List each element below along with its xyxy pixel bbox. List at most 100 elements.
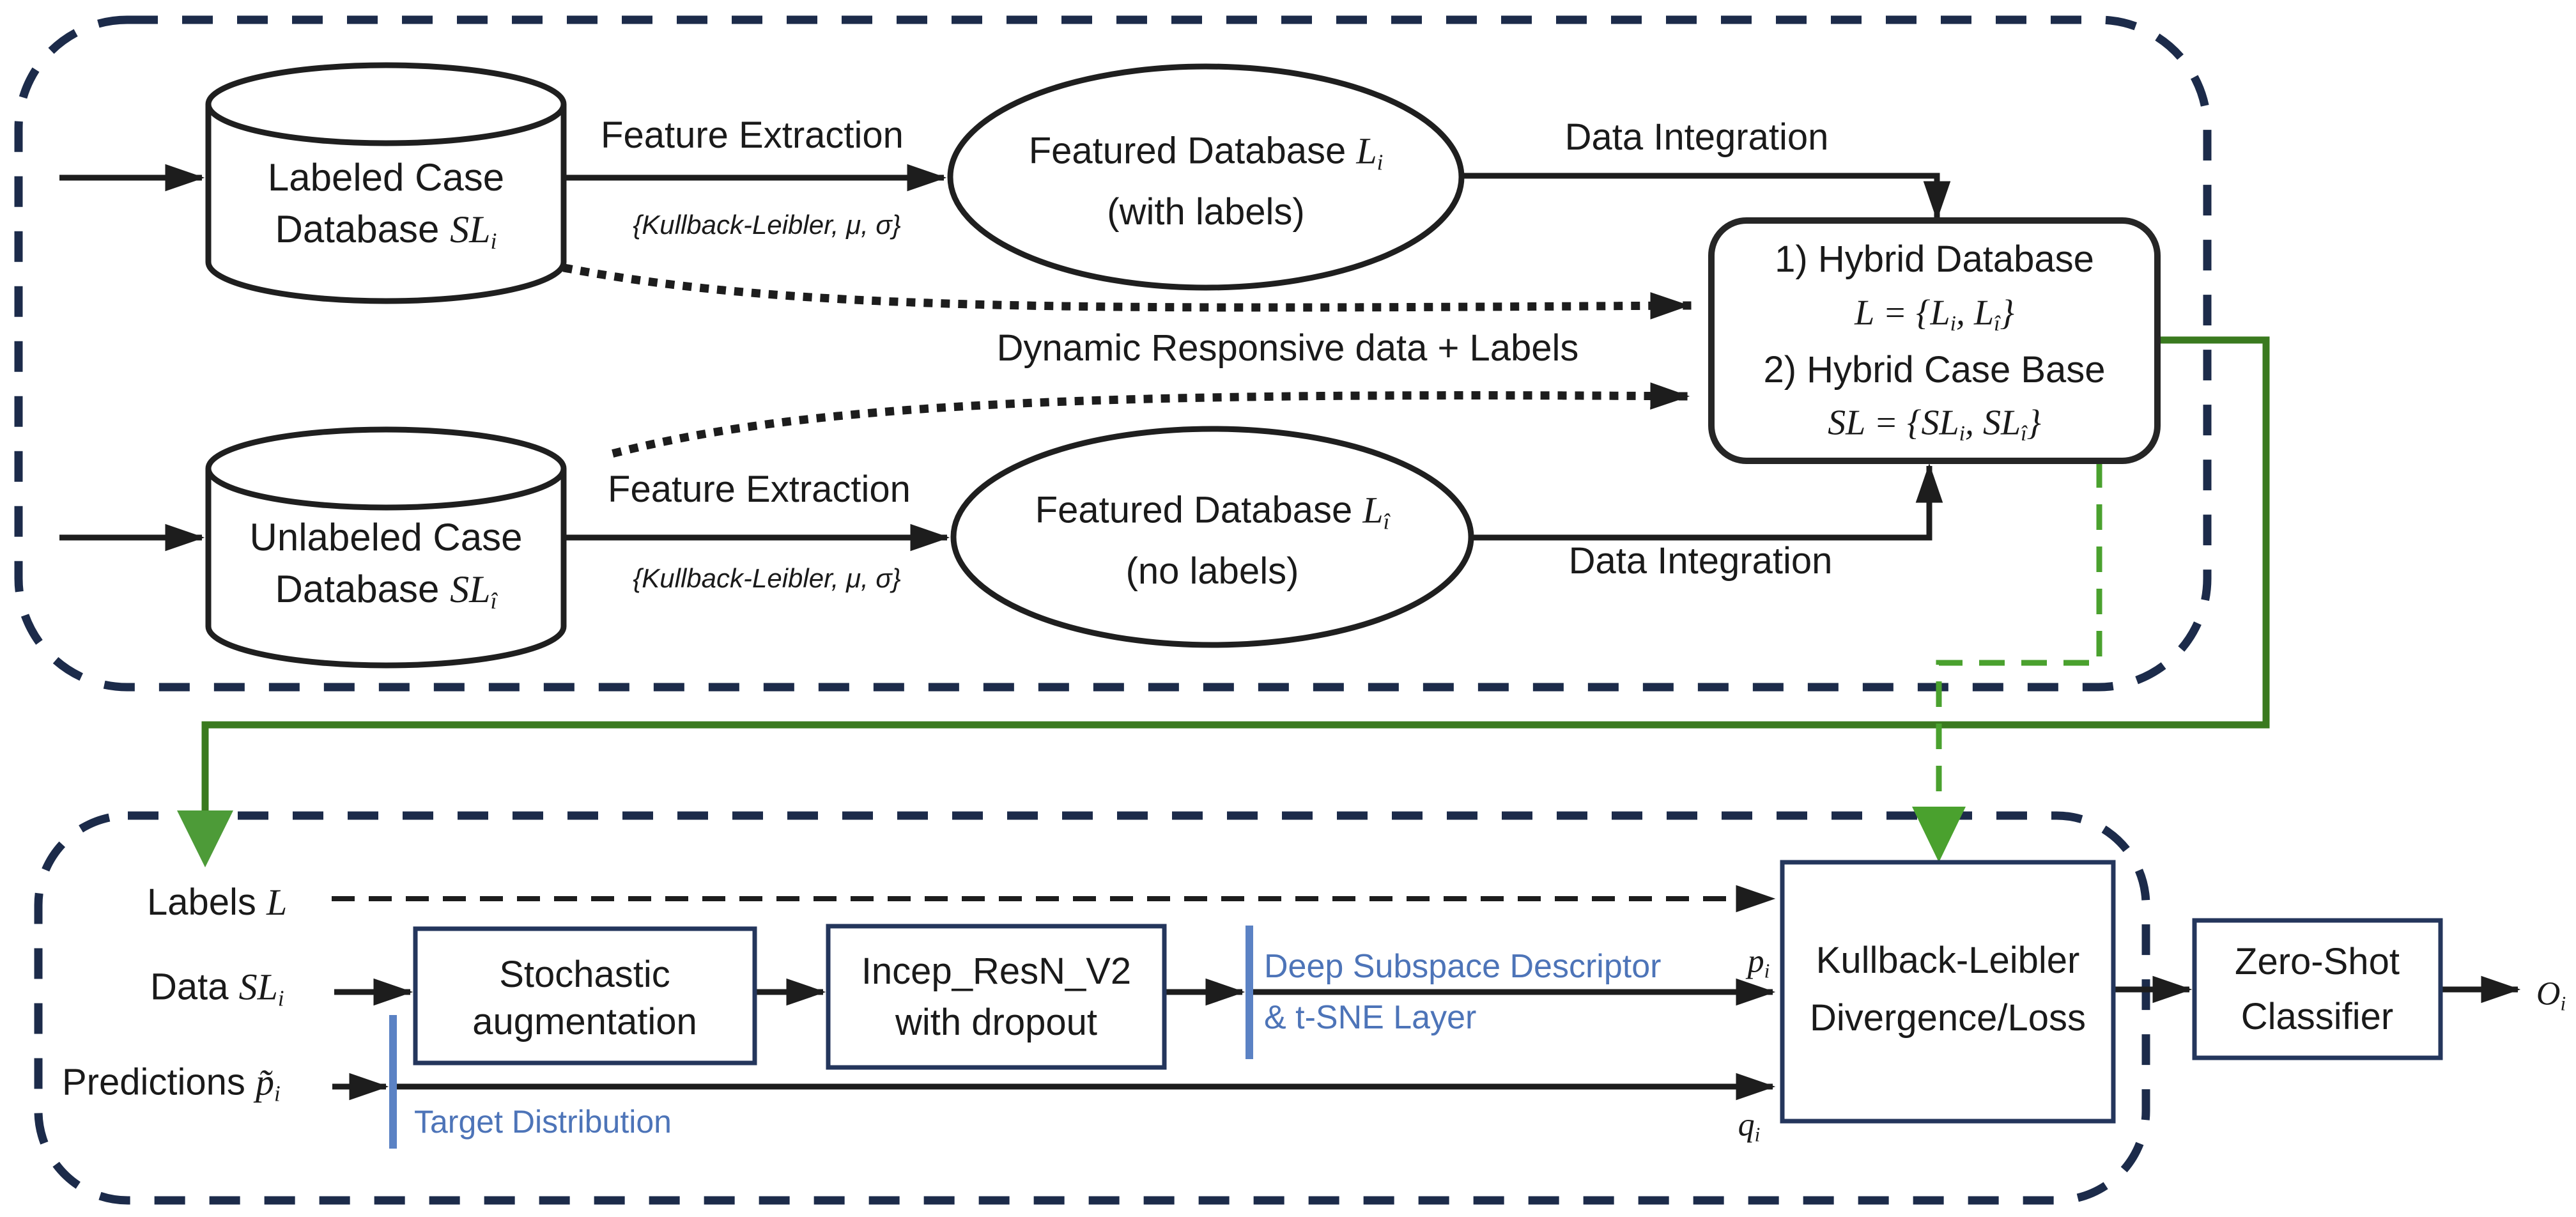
incep-box-line2: with dropout [895, 1002, 1097, 1043]
text-segment: Featured Database [1035, 489, 1363, 531]
text-segment: î [490, 588, 497, 614]
hybrid-eq1: L = {Li, Lî} [1855, 295, 2014, 335]
dotted-arrow-unlabeled-to-hybrid [612, 382, 1692, 458]
text-segment: q [1738, 1106, 1755, 1143]
text-segment: p̃ [256, 1061, 275, 1103]
target-distribution-label: Target Distribution [414, 1104, 672, 1140]
text-segment: = { [1865, 403, 1922, 443]
arrow-featured-to-hybrid-bottom [1471, 463, 1943, 541]
text-segment: = { [1874, 293, 1931, 333]
featured-db-no-labels-subtitle: (no labels) [1125, 550, 1299, 592]
hybrid-item2: 2) Hybrid Case Base [1763, 349, 2106, 391]
data-integration-label-bottom: Data Integration [1568, 540, 1833, 582]
green-dashed-arrowhead-icon [1912, 807, 1966, 862]
text-segment: O [2536, 975, 2561, 1012]
kl-params-label-top: {Kullback-Leibler, μ, σ} [633, 210, 901, 240]
text-segment: i [277, 986, 284, 1011]
text-segment: SL [450, 568, 491, 610]
labeled-db-symbol: Database SLi [275, 210, 497, 252]
text-segment: SL [238, 966, 278, 1008]
arrow-featured-to-hybrid-top [1462, 173, 1951, 221]
unlabeled-db-cylinder [205, 469, 567, 669]
stochastic-box-line1: Stochastic [499, 954, 670, 995]
labeled-db-cylinder-top [205, 62, 567, 146]
zero-shot-classifier-box [2192, 918, 2443, 1060]
text-segment: , [1964, 403, 1983, 443]
text-segment: } [2000, 293, 2014, 333]
data-integration-label-top: Data Integration [1564, 116, 1829, 158]
featured-db-with-labels-ellipse [947, 63, 1465, 291]
text-segment: Data [150, 966, 239, 1008]
data-input-label: Data SLi [150, 966, 284, 1011]
unlabeled-db-cylinder-top [205, 426, 567, 511]
predictions-input-label: Predictions p̃i [62, 1064, 281, 1106]
unlabeled-db-symbol: Database SLî [275, 570, 497, 612]
target-distribution-bar [389, 1015, 397, 1149]
featured-db-with-labels-title: Featured Database Li [1028, 130, 1384, 175]
hybrid-eq2: SL = {SLi, SLî} [1828, 405, 2041, 445]
text-segment: i [2560, 992, 2566, 1015]
text-segment: i [1377, 150, 1384, 175]
kl-box-line2: Divergence/Loss [1810, 997, 2086, 1039]
text-segment: i [1959, 421, 1965, 446]
text-segment: p [1747, 943, 1764, 980]
text-segment: Labels [147, 881, 267, 923]
feature-extraction-label-top: Feature Extraction [601, 114, 904, 156]
text-segment: L [1356, 130, 1377, 172]
stochastic-box-line2: augmentation [472, 1001, 697, 1043]
text-segment: i [274, 1081, 281, 1106]
text-segment: i [1764, 959, 1770, 982]
text-segment: î [1994, 311, 2000, 336]
text-segment: Database [275, 567, 451, 610]
bottom-section-border [34, 811, 2150, 1205]
p-i-label: pi [1748, 945, 1770, 981]
incep-resn-box [826, 924, 1167, 1070]
hybrid-database-box [1708, 217, 2161, 464]
green-feedback-line [201, 336, 2270, 813]
text-segment: SL [1921, 403, 1959, 443]
stochastic-augmentation-box [413, 926, 757, 1066]
q-i-label: qi [1738, 1108, 1761, 1145]
featured-db-no-labels-title: Featured Database Lî [1035, 492, 1390, 534]
o-i-output-label: Oi [2536, 977, 2566, 1014]
text-segment: , [1955, 293, 1974, 333]
dynamic-responsive-label: Dynamic Responsive data + Labels [996, 327, 1579, 369]
incep-box-line1: Incep_ResN_V2 [861, 950, 1132, 992]
text-segment: Featured Database [1028, 130, 1357, 172]
kl-box-line1: Kullback-Leibler [1816, 940, 2080, 981]
text-segment: Predictions [62, 1061, 256, 1103]
zero-shot-box-line2: Classifier [2241, 996, 2394, 1037]
feature-extraction-label-bottom: Feature Extraction [608, 469, 911, 510]
featured-db-with-labels-subtitle: (with labels) [1107, 191, 1305, 233]
hybrid-item1: 1) Hybrid Database [1775, 238, 2094, 280]
deep-subspace-label-line2: & t-SNE Layer [1264, 999, 1477, 1036]
text-segment: L [266, 881, 288, 923]
green-arrowhead-down-icon [177, 810, 233, 867]
text-segment: î [1383, 509, 1390, 534]
deep-subspace-bar [1246, 926, 1253, 1059]
text-segment: Database [275, 207, 451, 251]
featured-db-no-labels-ellipse [950, 426, 1474, 648]
text-segment: SL [450, 208, 491, 251]
text-segment: } [2026, 403, 2041, 443]
zero-shot-box-line1: Zero-Shot [2235, 941, 2400, 982]
green-dashed-line [1936, 462, 2102, 810]
unlabeled-db-title: Unlabeled Case [249, 516, 523, 559]
kl-divergence-box [1780, 860, 2116, 1124]
labeled-db-title: Labeled Case [267, 156, 505, 199]
text-segment: SL [1982, 403, 2021, 443]
text-segment: i [490, 228, 497, 254]
text-segment: L [1362, 489, 1384, 531]
text-segment: L [1930, 293, 1950, 333]
text-segment: L [1973, 293, 1994, 333]
labeled-db-cylinder [205, 104, 567, 304]
text-segment: L [1855, 293, 1874, 333]
text-segment: î [2021, 421, 2027, 446]
text-segment: i [1950, 311, 1956, 336]
labels-input-label: Labels L [147, 884, 287, 921]
top-section-border [14, 15, 2212, 692]
kl-params-label-bottom: {Kullback-Leibler, μ, σ} [633, 563, 901, 593]
text-segment: SL [1828, 403, 1865, 443]
